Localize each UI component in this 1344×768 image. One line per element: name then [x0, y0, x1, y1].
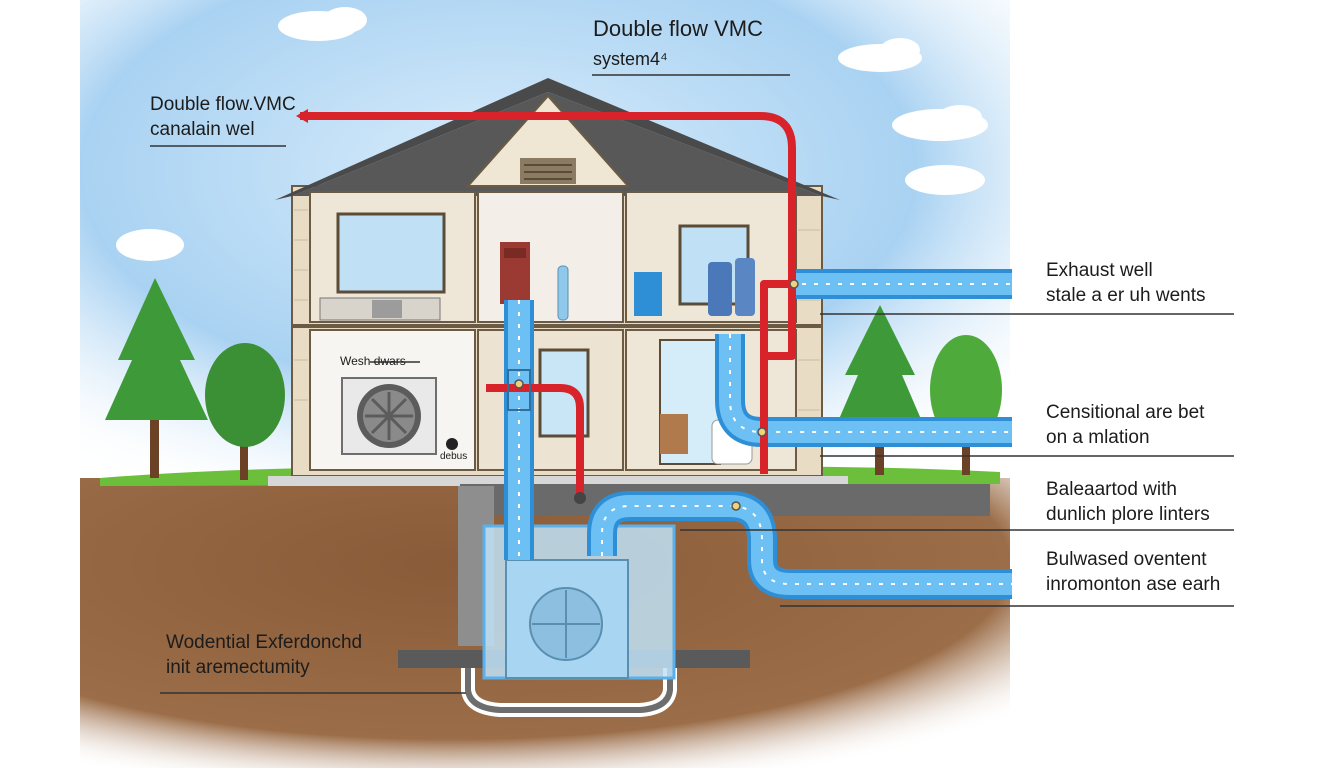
cloud — [116, 7, 988, 261]
diagram-subtitle: system4⁴ — [593, 49, 668, 69]
bottom-left-label-line1: Wodential Exferdonchd — [166, 632, 363, 653]
leader-lines — [150, 74, 1234, 694]
unit-mark: debus — [440, 451, 468, 462]
bottom-left-label-line2: init aremectumity — [166, 657, 310, 678]
tree-left-pine — [105, 278, 208, 478]
window — [336, 212, 446, 294]
callout-balanced: Baleaartod with dunlich plore linters — [1046, 477, 1210, 527]
callout-line2: dunlich plore linters — [1046, 504, 1210, 525]
tree-left-round — [205, 343, 285, 480]
foundation-slab — [268, 476, 848, 486]
callout-line1: Exhaust well — [1046, 260, 1153, 281]
callout-line2: on a mlation — [1046, 427, 1150, 448]
callout-exhaust: Exhaust well stale a er uh wents — [1046, 258, 1205, 308]
gable — [465, 94, 631, 187]
callout-line1: Baleaartod with — [1046, 479, 1177, 500]
callout-line2: inromonton ase earh — [1046, 574, 1221, 595]
duct-fittings — [514, 279, 799, 511]
bottom-left-label: Wodential Exferdonchd init aremectumity — [166, 630, 362, 680]
arrow-head — [296, 109, 308, 123]
top-left-label-line2: canalain wel — [150, 119, 255, 140]
callout-conditioned: Censitional are bet on a mlation — [1046, 400, 1204, 450]
tree-right-pine — [830, 305, 930, 475]
callout-underground: Bulwased oventent inromonton ase earh — [1046, 547, 1220, 597]
diagram-title: Double flow VMC — [593, 16, 763, 41]
callout-line2: stale a er uh wents — [1046, 285, 1206, 306]
top-left-label: Double flow.VMC canalain wel — [150, 92, 296, 142]
callout-line1: Censitional are bet — [1046, 402, 1205, 423]
callout-line1: Bulwased oventent — [1046, 549, 1207, 570]
top-left-label-line1: Double flow.VMC — [150, 94, 296, 115]
room-label: Wesh dwars — [340, 354, 406, 368]
